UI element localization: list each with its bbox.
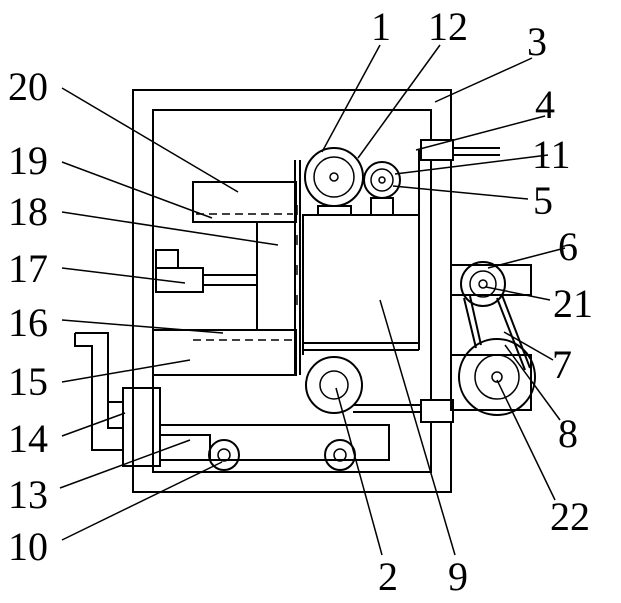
label-21: 21 (553, 281, 593, 326)
leader-lines (60, 45, 565, 555)
label-12: 12 (428, 4, 468, 49)
label-11: 11 (532, 132, 571, 177)
pulley-assembly (451, 262, 535, 415)
label-4: 4 (535, 82, 555, 127)
label-9: 9 (448, 554, 468, 598)
label-13: 13 (8, 472, 48, 517)
label-16: 16 (8, 300, 48, 345)
conveyor-carriage (160, 425, 389, 470)
label-15: 15 (8, 359, 48, 404)
label-2: 2 (378, 554, 398, 598)
label-14: 14 (8, 416, 48, 461)
shaft-sleeve (421, 140, 500, 160)
lower-roller (306, 357, 362, 413)
label-8: 8 (558, 411, 578, 456)
label-10: 10 (8, 524, 48, 569)
label-3: 3 (527, 19, 547, 64)
lower-guide-block (353, 400, 453, 422)
main-block (303, 150, 419, 355)
label-19: 19 (8, 138, 48, 183)
label-17: 17 (8, 246, 48, 291)
label-1: 1 (371, 4, 391, 49)
label-20: 20 (8, 64, 48, 109)
small-gear (364, 162, 400, 215)
side-bracket (75, 333, 160, 466)
large-gear (305, 148, 363, 215)
label-18: 18 (8, 189, 48, 234)
label-5: 5 (533, 178, 553, 223)
label-6: 6 (558, 224, 578, 269)
label-22: 22 (550, 494, 590, 539)
actuator (156, 222, 295, 330)
lower-shelf (153, 330, 296, 375)
label-7: 7 (552, 342, 572, 387)
